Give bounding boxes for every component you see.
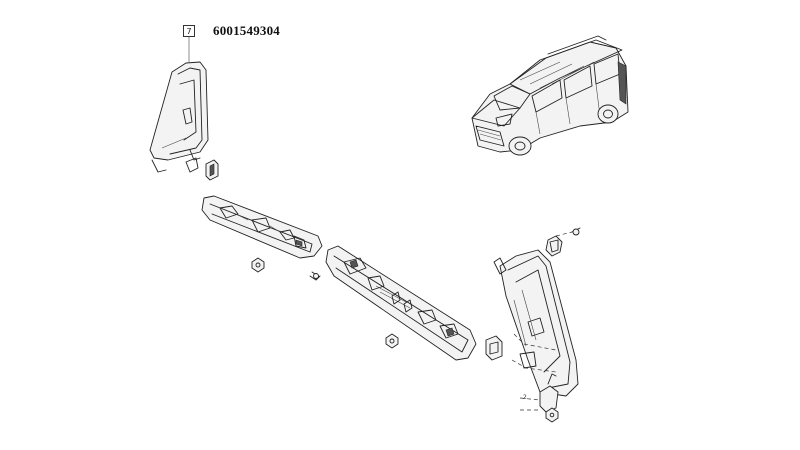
ref-number-box: 7 — [183, 25, 195, 37]
tailgate-trim-left — [201, 195, 323, 259]
car-illustration — [471, 35, 629, 156]
screw-small — [309, 271, 321, 281]
right-tail-lamp — [493, 249, 579, 397]
trim-clip — [485, 335, 503, 361]
lamp-clip — [185, 157, 219, 181]
nut-left — [251, 257, 265, 273]
lamp-bracket — [545, 235, 563, 257]
tailgate-trim-center — [325, 245, 477, 361]
nut-bottom — [545, 407, 559, 423]
part-number: 6001549304 — [213, 23, 280, 38]
nut-center — [385, 333, 399, 349]
left-tail-lamp — [149, 61, 209, 173]
small-index-label: 2 — [523, 394, 527, 401]
assembly-lines — [511, 231, 573, 411]
screw-top — [571, 227, 581, 236]
lamp-connector — [539, 373, 559, 413]
